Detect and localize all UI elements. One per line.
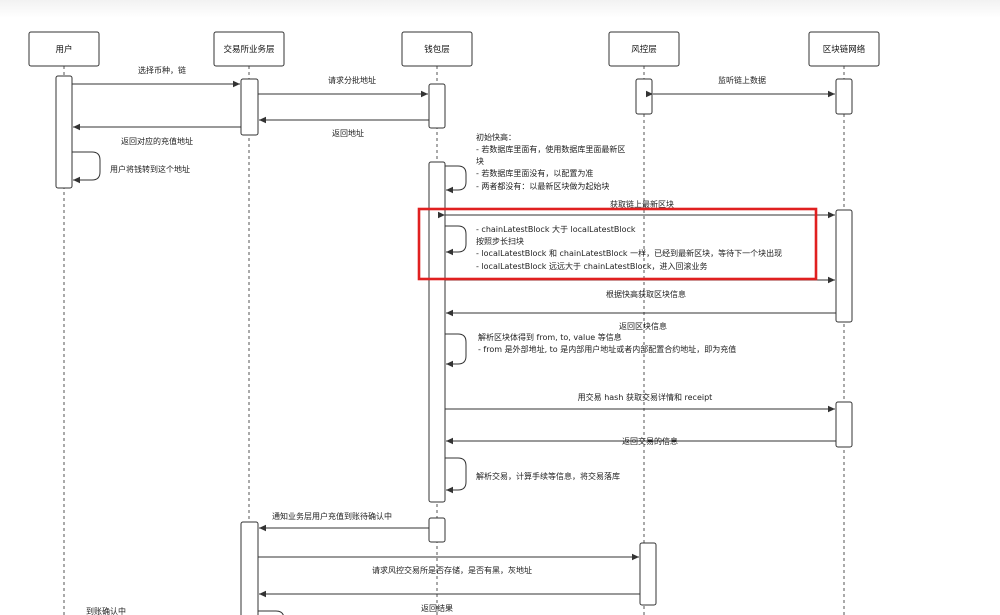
msg-confirming-label: 到账确认中 xyxy=(86,606,126,615)
activation-risk-1 xyxy=(635,78,653,115)
msg-get-tx-receipt-label: 用交易 hash 获取交易详情和 receipt xyxy=(578,392,713,402)
actor-chain: 区块链网络 xyxy=(808,31,880,67)
note-init: 初始快高： - 若数据库里面有，使用数据库里面最新区 块 - 若数据库里面没有，… xyxy=(476,132,628,191)
msg-return-block-info-label: 返回区块信息 xyxy=(619,321,667,331)
msg-return-result-label: 返回结果 xyxy=(421,603,453,613)
actor-wallet: 钱包层 xyxy=(401,31,473,67)
actor-exchange-label: 交易所业务层 xyxy=(223,44,274,55)
note-init-line-2: - 若数据库里面有，使用数据库里面最新区 xyxy=(476,144,625,154)
activation-wallet-2 xyxy=(428,161,446,503)
actor-user-label: 用户 xyxy=(55,44,72,55)
msg-return-deposit-address-label: 返回对应的充值地址 xyxy=(121,136,193,146)
msg-request-address-label: 请求分批地址 xyxy=(328,75,376,85)
note-init-line-4: - 若数据库里面没有，以配置为准 xyxy=(476,168,593,178)
note-init-line-3: 块 xyxy=(476,156,484,166)
msg-get-block-by-height-label: 根据快高获取区块信息 xyxy=(606,289,686,299)
self-loop-parse xyxy=(445,333,467,368)
msg-store-tx-label: 解析交易，计算手续等信息，将交易落库 xyxy=(476,471,620,481)
activation-wallet-3 xyxy=(428,517,446,543)
self-loop-confirm xyxy=(258,610,284,615)
note-parse-line-1: 解析区块体得到 from, to, value 等信息 xyxy=(478,332,622,342)
activation-exchange-1 xyxy=(240,78,259,136)
msg-listen-chain-label: 监听链上数据 xyxy=(718,75,766,85)
note-compare-line-4: - localLatestBlock 远远大于 chainLatestBlock… xyxy=(476,261,708,271)
self-loop-store xyxy=(445,457,467,494)
activation-chain-1 xyxy=(835,78,853,115)
msg-get-latest-block-label: 获取链上最新区块 xyxy=(610,199,674,209)
msg-select-coin-label: 选择币种，链 xyxy=(138,65,186,75)
note-compare-line-3: - localLatestBlock 和 chainLatestBlock 一样… xyxy=(476,248,782,258)
note-init-line-1: 初始快高： xyxy=(476,132,516,142)
self-loop-init xyxy=(445,165,467,194)
activation-wallet-1 xyxy=(428,83,446,129)
note-parse-line-2: - from 是外部地址, to 是内部用户地址或者内部配置合约地址，即为充值 xyxy=(478,344,736,354)
actor-risk: 风控层 xyxy=(608,31,680,67)
activation-risk-2 xyxy=(639,542,657,606)
self-loop-compare xyxy=(445,225,467,256)
highlight-box xyxy=(417,207,818,281)
activation-chain-3 xyxy=(835,401,853,448)
msg-return-tx-info-label: 返回交易的信息 xyxy=(622,436,678,446)
note-parse: 解析区块体得到 from, to, value 等信息 - from 是外部地址… xyxy=(478,332,736,354)
note-compare-line-1: - chainLatestBlock 大于 localLatestBlock xyxy=(476,224,636,234)
msg-notify-exchange-label: 通知业务层用户充值到账待确认中 xyxy=(272,511,392,521)
note-compare: - chainLatestBlock 大于 localLatestBlock 按… xyxy=(476,224,785,271)
note-compare-line-2: 按照步长扫块 xyxy=(476,236,524,246)
msg-user-transfer-label: 用户将钱转到这个地址 xyxy=(110,164,190,174)
actor-user: 用户 xyxy=(28,31,100,67)
activation-user xyxy=(55,75,73,189)
activation-exchange-2 xyxy=(240,521,259,615)
top-fade xyxy=(0,0,1000,18)
msg-request-risk-label: 请求风控交易所是否存储，是否有黑，灰地址 xyxy=(372,565,532,575)
msg-user-transfer xyxy=(72,151,101,184)
actor-chain-label: 区块链网络 xyxy=(823,44,866,55)
actor-exchange: 交易所业务层 xyxy=(213,31,285,67)
msg-return-address-label: 返回地址 xyxy=(332,128,364,138)
note-init-line-5: - 两者都没有：以最新区块做为起始块 xyxy=(476,181,609,191)
activation-chain-2 xyxy=(835,209,853,323)
actor-risk-label: 风控层 xyxy=(631,44,657,55)
actor-wallet-label: 钱包层 xyxy=(424,44,450,55)
